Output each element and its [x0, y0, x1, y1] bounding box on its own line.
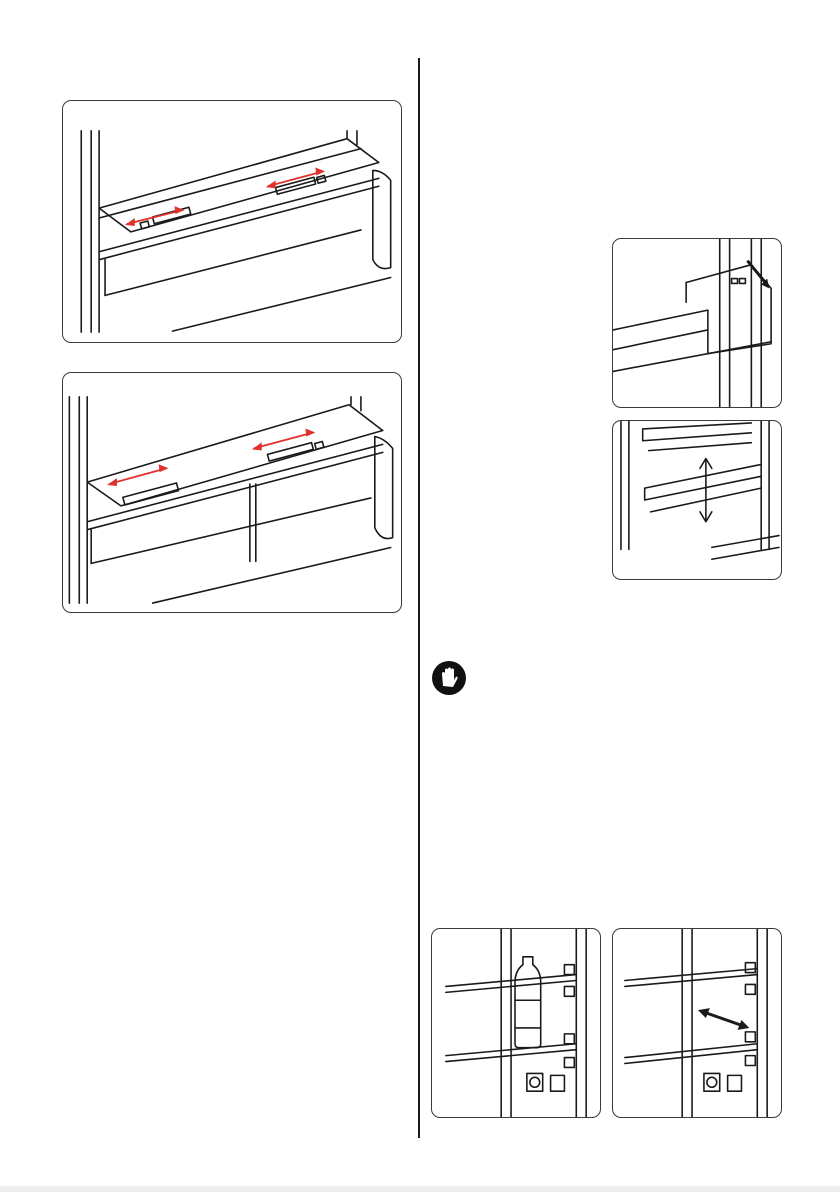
figure-door-shelf-height-adjust: [612, 420, 782, 580]
figure-shelf-bottle-holder: [431, 928, 601, 1118]
drawer-cover-double-illustration: [63, 373, 401, 612]
slide-arrow-icon: [698, 1008, 749, 1030]
figure-drawer-cover-double: [62, 372, 402, 613]
vent-slider-icon: [267, 441, 323, 461]
figure-sliding-shelf: [612, 928, 782, 1118]
slide-arrow-icon: [252, 429, 315, 451]
bottle-icon: [515, 957, 541, 1048]
column-divider: [418, 58, 420, 1138]
door-shelf-release-illustration: [613, 239, 781, 407]
up-down-arrow-icon: [700, 459, 712, 522]
drawer-cover-single-illustration: [63, 101, 401, 342]
page-bottom-rule: [0, 1186, 840, 1192]
shelf-bottle-holder-illustration: [432, 929, 600, 1117]
hand-stop-icon: [431, 660, 467, 696]
figure-drawer-cover-single: [62, 100, 402, 343]
door-shelf-height-adjust-illustration: [613, 421, 781, 579]
sliding-shelf-illustration: [613, 929, 781, 1117]
figure-door-shelf-release: [612, 238, 782, 408]
vent-slider-icon: [123, 483, 179, 505]
warning-hand-stop: [431, 660, 467, 696]
